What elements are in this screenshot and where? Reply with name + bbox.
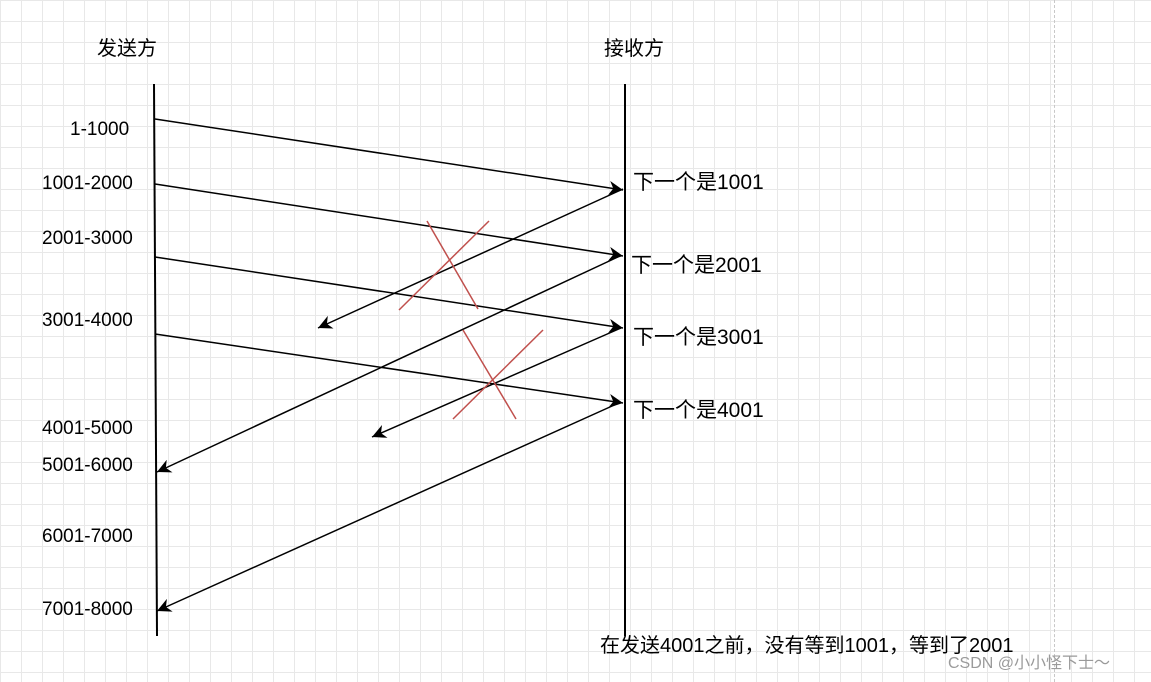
watermark: CSDN @小小怪下士～ (948, 655, 1111, 672)
sender-title: 发送方 (97, 38, 157, 60)
ack-arrow-3-lost (371, 327, 622, 438)
ack-arrow-4 (156, 401, 622, 612)
loss-cross-1 (398, 220, 490, 311)
ack-arrow-1-lost (317, 188, 624, 329)
ack-label: 下一个是1001 (633, 171, 764, 194)
segment-label: 7001-8000 (42, 599, 133, 620)
send-arrow-1 (154, 118, 624, 195)
page-boundary-dashed-line (1054, 0, 1055, 682)
loss-cross-2 (452, 329, 544, 420)
segment-label: 5001-6000 (42, 455, 133, 476)
ack-label: 下一个是2001 (631, 254, 762, 277)
segment-label: 1001-2000 (42, 173, 133, 194)
ack-arrow-2 (156, 255, 621, 473)
segment-label: 2001-3000 (42, 228, 133, 249)
ack-label: 下一个是3001 (633, 326, 764, 349)
send-arrow-3 (154, 256, 624, 333)
segment-label: 4001-5000 (42, 418, 133, 439)
sender-lifeline (153, 83, 158, 637)
diagram-note: 在发送4001之前，没有等到1001，等到了2001 (600, 635, 1014, 657)
send-arrow-4 (154, 333, 624, 408)
receiver-title: 接收方 (604, 38, 664, 60)
segment-label: 6001-7000 (42, 526, 133, 547)
ack-label: 下一个是4001 (633, 399, 764, 422)
segment-label: 1-1000 (70, 119, 130, 140)
send-arrow-2 (154, 183, 624, 261)
segment-label: 3001-4000 (42, 310, 133, 331)
